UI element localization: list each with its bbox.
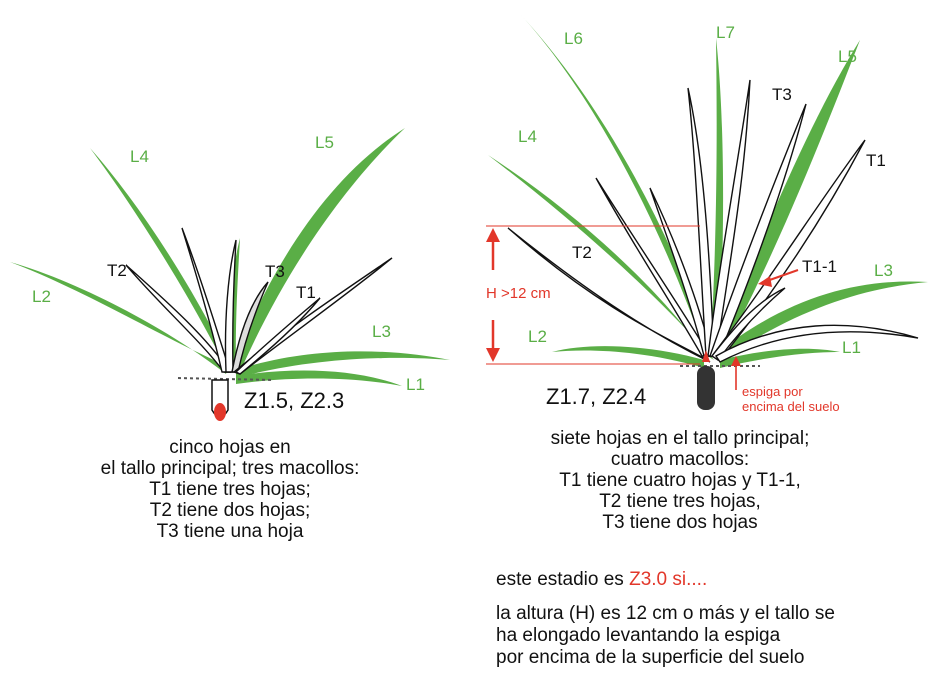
left-tiller-T2 bbox=[125, 264, 232, 373]
left-plant: L4 L5 L2 L3 L1 T2 T3 T1 Z1.5, Z2.3 bbox=[10, 128, 450, 421]
stage-condition: este estadio es Z3.0 si.... bbox=[496, 569, 707, 591]
t1-1-arrow-head bbox=[758, 276, 772, 287]
right-label-L7: L7 bbox=[716, 23, 735, 42]
stage-condition-prefix: este estadio es bbox=[496, 569, 630, 590]
left-label-T2: T2 bbox=[107, 261, 127, 280]
right-tiller-T1-1 bbox=[710, 287, 786, 361]
right-stage-code: Z1.7, Z2.4 bbox=[546, 384, 646, 409]
height-arrow-up-head bbox=[486, 228, 500, 242]
left-caption-line-1: cinco hojas en bbox=[169, 437, 291, 458]
left-growing-point bbox=[214, 403, 226, 421]
right-tiller-T3 bbox=[709, 103, 807, 359]
ear-note-line-2: encima del suelo bbox=[742, 399, 840, 414]
right-tiller-left-a bbox=[595, 177, 712, 357]
left-tiller-left-a bbox=[181, 227, 231, 373]
left-leaf-L1 bbox=[236, 370, 402, 386]
left-label-T3: T3 bbox=[265, 262, 285, 281]
right-label-L2: L2 bbox=[528, 327, 547, 346]
right-label-T1: T1 bbox=[866, 151, 886, 170]
right-ear bbox=[702, 350, 710, 362]
right-label-T3: T3 bbox=[772, 85, 792, 104]
ear-note-line-1: espiga por bbox=[742, 384, 803, 399]
right-label-L3: L3 bbox=[874, 261, 893, 280]
left-caption-line-5: T3 tiene una hoja bbox=[156, 521, 304, 542]
right-tiller-T2 bbox=[507, 227, 711, 363]
right-label-L4: L4 bbox=[518, 127, 537, 146]
left-leaf-L4 bbox=[90, 148, 234, 372]
right-leaf-L6 bbox=[520, 14, 714, 355]
right-tiller-left-b bbox=[649, 187, 713, 357]
right-caption-line-4: T2 tiene tres hojas, bbox=[599, 491, 761, 512]
right-caption-line-2: cuatro macollos: bbox=[610, 449, 750, 470]
left-caption-line-3: T1 tiene tres hojas; bbox=[149, 479, 311, 500]
left-label-L1: L1 bbox=[406, 375, 425, 394]
ear-arrow-head bbox=[731, 356, 741, 366]
right-caption-line-5: T3 tiene dos hojas bbox=[602, 512, 758, 533]
right-caption: siete hojas en el tallo principal; cuatr… bbox=[460, 428, 900, 533]
left-label-L3: L3 bbox=[372, 322, 391, 341]
left-stage-code: Z1.5, Z2.3 bbox=[244, 388, 344, 413]
left-label-T1: T1 bbox=[296, 283, 316, 302]
left-label-L5: L5 bbox=[315, 133, 334, 152]
left-tiller-T1-b bbox=[234, 297, 321, 375]
left-caption-line-4: T2 tiene dos hojas; bbox=[149, 500, 311, 521]
right-tiller-right-low bbox=[714, 324, 919, 363]
right-label-L1: L1 bbox=[842, 338, 861, 357]
height-arrow-down-head bbox=[486, 348, 500, 362]
right-leaf-L1 bbox=[720, 348, 840, 368]
left-caption-line-2: el tallo principal; tres macollos: bbox=[100, 458, 360, 479]
right-caption-line-3: T1 tiene cuatro hojas y T1-1, bbox=[559, 470, 801, 491]
right-label-T1-1: T1-1 bbox=[802, 257, 837, 276]
left-label-L4: L4 bbox=[130, 147, 149, 166]
right-tiller-mid-a bbox=[687, 87, 715, 357]
right-caption-line-1: siete hojas en el tallo principal; bbox=[550, 428, 810, 449]
left-tiller-left-b bbox=[224, 239, 237, 373]
height-label: H >12 cm bbox=[486, 285, 551, 302]
left-caption: cinco hojas en el tallo principal; tres … bbox=[10, 437, 450, 542]
left-tiller-T3 bbox=[231, 281, 269, 373]
note-line-3: por encima de la superficie del suelo bbox=[496, 647, 805, 668]
right-label-T2: T2 bbox=[572, 243, 592, 262]
left-leaf-L3 bbox=[236, 351, 450, 378]
right-label-L5: L5 bbox=[838, 47, 857, 66]
left-label-L2: L2 bbox=[32, 287, 51, 306]
note-line-1: la altura (H) es 12 cm o más y el tallo … bbox=[496, 603, 835, 624]
left-soil-line bbox=[177, 377, 273, 381]
left-leaf-L5 bbox=[230, 128, 405, 372]
right-stem-base bbox=[697, 366, 715, 410]
stage-condition-code: Z3.0 si.... bbox=[629, 569, 708, 590]
right-leaf-L3 bbox=[718, 281, 928, 360]
right-plant: H >12 cm espiga por encima del suelo L6 … bbox=[486, 14, 928, 414]
right-tiller-mid-b bbox=[707, 79, 751, 357]
stage-condition-note: la altura (H) es 12 cm o más y el tallo … bbox=[496, 603, 936, 669]
right-leaf-L2 bbox=[552, 346, 704, 368]
right-label-L6: L6 bbox=[564, 29, 583, 48]
note-line-2: ha elongado levantando la espiga bbox=[496, 625, 781, 646]
